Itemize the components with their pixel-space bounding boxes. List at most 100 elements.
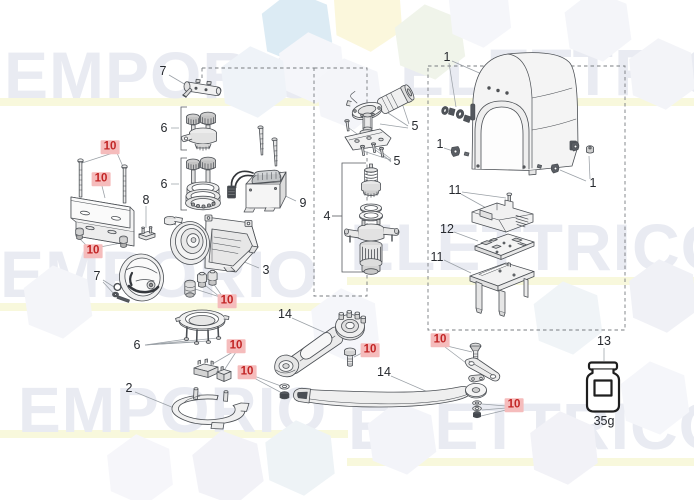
callout-gear-group-lower: 6 (160, 176, 168, 191)
part-transformer (227, 169, 287, 213)
part-long-screws (257, 125, 278, 167)
callout-straight-arm: 14 (278, 306, 292, 321)
callout-motor-screws: 5 (393, 153, 401, 168)
arm-head (335, 310, 366, 341)
callout-small-bracket: 8 (142, 192, 150, 207)
leader-line (168, 74, 187, 86)
callout-cable-glands: 10 (217, 294, 237, 308)
motor-mount-plate (344, 128, 392, 151)
background-hexagon (533, 281, 603, 355)
callout-arm-bolt: 10 (360, 343, 380, 357)
background-hexagon (221, 46, 287, 118)
callout-chassis: 3 (262, 262, 270, 277)
pump-body (344, 219, 400, 243)
callout-release-key-set: 7 (93, 268, 101, 283)
leader-line (102, 279, 115, 288)
background-hexagon (265, 420, 335, 496)
part-bracket-screws (77, 158, 128, 204)
part-chassis (164, 214, 259, 273)
callout-arm-washers: 10 (504, 398, 524, 412)
leader-line (480, 409, 507, 417)
background-hexagon (367, 401, 437, 475)
part-cover (470, 52, 579, 176)
part-cover-clips (450, 141, 595, 174)
leader-line (134, 391, 175, 409)
leader-line (253, 375, 282, 387)
callout-bracket-screws: 10 (100, 140, 120, 154)
part-gear-group-lower (185, 156, 221, 211)
leader-line (588, 155, 591, 180)
part-plate-grommets (75, 227, 128, 248)
callout-control-board: 12 (440, 221, 454, 236)
callout-bracket (341, 162, 368, 273)
callout-mounting-plate: 11 (430, 249, 444, 264)
leader-line (446, 345, 473, 353)
background-hexagon (192, 430, 264, 500)
callout-base-ring: 2 (125, 380, 133, 395)
part-curved-arm (293, 382, 487, 408)
leader-line (453, 231, 479, 242)
dashed-group-box (313, 67, 368, 297)
leader-line (379, 123, 409, 129)
background-hexagon (629, 259, 694, 333)
part-control-board (474, 233, 535, 260)
parts-drawings (70, 52, 621, 430)
arm-fork (274, 354, 300, 378)
part-clamp-blocks (193, 358, 232, 382)
leader-line (559, 169, 587, 182)
part-straight-arm (274, 310, 366, 378)
watermark-band (347, 458, 694, 466)
part-cover-lock-set (441, 106, 472, 123)
hexagon-pattern (23, 0, 694, 500)
callout-cover: 1 (443, 49, 451, 64)
callout-motor-assembly: 5 (411, 118, 419, 133)
part-release-key-set (112, 282, 130, 303)
background-hexagon (107, 434, 173, 500)
watermark-band (0, 430, 348, 438)
callout-clamp-blocks: 10 (226, 339, 246, 353)
leader-line (460, 193, 489, 210)
callout-wall-plate: 10 (91, 172, 111, 186)
part-grease-jar (585, 361, 621, 413)
leader-line (443, 259, 472, 274)
part-small-bracket (138, 226, 156, 241)
callout-fork-washers: 10 (237, 365, 257, 379)
watermark-band (0, 303, 348, 311)
leader-line (191, 287, 221, 298)
callout-end-bracket: 10 (430, 333, 450, 347)
background-hexagon (620, 361, 690, 435)
part-hydraulic-column (344, 163, 400, 275)
output-gear (359, 240, 383, 275)
curved-arm-right-end (465, 382, 487, 399)
part-motor-assembly (344, 84, 415, 158)
leader-line (384, 110, 409, 127)
gland-nut-1 (196, 271, 207, 288)
part-base-ring (171, 387, 250, 430)
background-hexagon (23, 265, 93, 339)
gland-nut-2 (207, 269, 218, 286)
motor-gearbox (346, 91, 383, 121)
part-arm-washers (472, 400, 482, 419)
background-hexagon (530, 411, 598, 485)
leader-line (222, 351, 237, 373)
motor-screws (344, 119, 384, 158)
background-hexagon (564, 0, 632, 62)
part-gear-group-upper (181, 111, 217, 151)
callout-plate-grommets: 10 (83, 244, 103, 258)
part-mounting-plate (469, 262, 535, 317)
leader-line (362, 150, 392, 161)
part-electronics-cover (471, 192, 534, 233)
part-release-shaft (182, 78, 222, 98)
leader-line (461, 191, 507, 199)
callout-bracket (180, 157, 187, 211)
leader-line (81, 152, 114, 164)
callout-grease-jar: 13 (597, 333, 611, 348)
callout-release-shaft: 7 (159, 63, 167, 78)
spring-valve (361, 163, 381, 198)
leader-line (144, 337, 219, 346)
leader-line (101, 185, 106, 199)
callout-curved-arm: 14 (377, 364, 391, 379)
knurled-gear-large-2 (200, 156, 216, 187)
